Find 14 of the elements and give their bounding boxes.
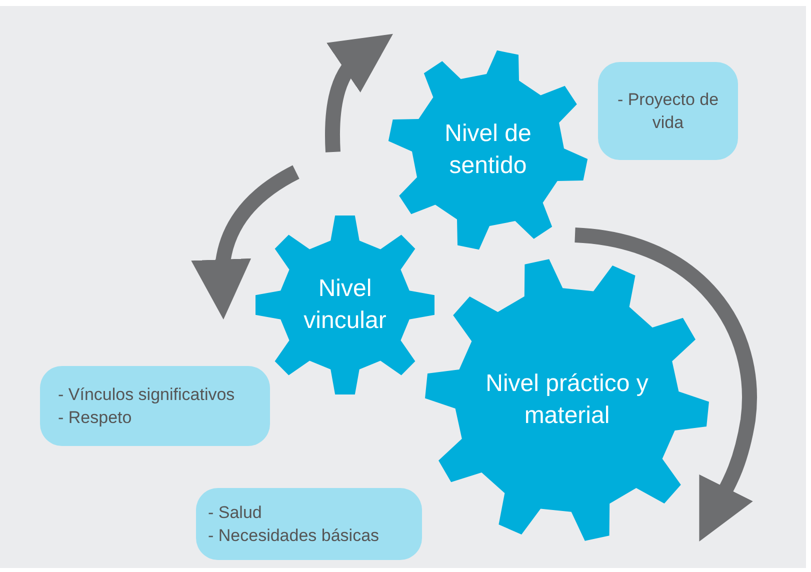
note-box <box>196 488 422 560</box>
note-text: - Respeto <box>58 407 133 429</box>
gear-node <box>425 258 709 542</box>
note-box <box>40 366 270 446</box>
note-text: - Proyecto de vida <box>616 89 720 134</box>
note-text: - Salud <box>208 502 263 524</box>
gear-node <box>388 50 588 250</box>
gear-node <box>255 215 435 395</box>
note-text: - Vínculos significativos <box>58 384 236 406</box>
gear-label: Nivel de sentido <box>444 119 532 181</box>
note-box <box>598 62 738 160</box>
note-text: - Necesidades básicas <box>208 525 380 547</box>
gear-label: Nivel vincular <box>302 274 388 336</box>
gear-label: Nivel práctico y material <box>484 369 650 431</box>
